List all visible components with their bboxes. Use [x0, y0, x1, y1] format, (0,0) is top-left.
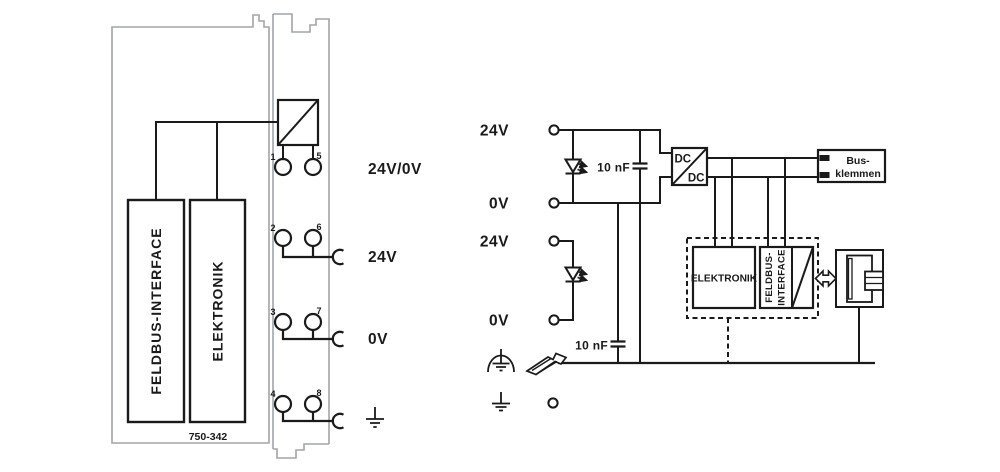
- terminal-5-icon: [303, 157, 323, 177]
- row3-voltage-label: 0V: [368, 331, 388, 348]
- fieldbus-connector-icon: [835, 249, 884, 308]
- row2-clamp-icon: [331, 248, 345, 266]
- functional-earth-icon: [487, 349, 515, 373]
- terminal-7-icon: [303, 312, 323, 332]
- legend-terminal-icon: [547, 397, 559, 409]
- legend-earth-icon: [492, 392, 510, 412]
- schematic-feldbus-label-line2: INTERFACE: [777, 249, 788, 306]
- row4-earth-icon: [366, 407, 384, 428]
- led1-icon: [563, 130, 589, 203]
- led1-triangle: [563, 158, 583, 174]
- terminal-6-icon: [303, 228, 323, 248]
- connector-inner-bar: [847, 257, 853, 300]
- feldbus-interface-label: FELDBUS-INTERFACE: [148, 227, 164, 394]
- feldbus-interface-box: [126, 198, 186, 424]
- schematic-feldbus-label-line1: FELDBUS-: [764, 252, 775, 302]
- capacitor2-icon: [610, 203, 626, 363]
- row4-clamp-icon: [331, 412, 345, 430]
- terminal-8-number: 8: [316, 388, 321, 398]
- dcdc-converter: DC DC: [670, 146, 709, 187]
- internal-supply-wires: [155, 121, 278, 200]
- terminal-1-icon: [273, 157, 293, 177]
- terminal-2-number: 2: [270, 223, 275, 233]
- terminal-6-number: 6: [316, 222, 321, 232]
- supply-0v-bottom-label: 0V: [489, 313, 509, 330]
- terminal-rows: 1 5 24V/0V 2 6 24V 3 7 0V 4 8: [270, 145, 422, 430]
- dcdc-label-in: DC: [675, 154, 692, 166]
- wire-24v: [558, 129, 672, 154]
- supply-24v-bottom-label: 24V: [480, 234, 509, 251]
- capacitor1-icon: [632, 131, 648, 363]
- din-rail-icon: [525, 352, 568, 376]
- led2-arrow1: [577, 267, 589, 277]
- feldbus-outline: [758, 245, 815, 310]
- internal-bus-drops: [714, 158, 786, 247]
- capacitor1-plates: [632, 162, 648, 170]
- terminal-point-0v-bottom: [548, 314, 560, 326]
- row2-voltage-label: 24V: [368, 249, 397, 266]
- led1-arrow2: [577, 165, 589, 175]
- connector-pin-lines: [865, 276, 883, 285]
- terminal-2-icon: [273, 228, 293, 248]
- terminal-4-number: 4: [270, 389, 275, 399]
- busklemmen-label-line1: Bus-: [846, 155, 870, 167]
- led2-triangle: [563, 266, 583, 282]
- terminal-3-icon: [273, 312, 293, 332]
- terminal-5-number: 5: [316, 151, 321, 161]
- dcdc-diagonal: [671, 147, 708, 186]
- feldbus-isolation-diagonal: [791, 246, 814, 309]
- row2-wire: [281, 246, 334, 259]
- elektronik-label: ELEKTRONIK: [210, 261, 226, 362]
- supply-24v-top-label: 24V: [480, 123, 509, 140]
- elektronik-box: [188, 198, 247, 424]
- casing-body-outline: [111, 14, 270, 444]
- terminal-strip-bottom-latch: [273, 443, 329, 459]
- row1-stubs: [282, 145, 314, 159]
- power-supply-diagonal: [277, 99, 319, 146]
- row3-wire: [281, 330, 334, 341]
- supply-0v-top-label: 0V: [489, 196, 509, 213]
- led1-arrow1: [577, 159, 589, 169]
- module-casing: [111, 13, 330, 459]
- busklemmen-label-line2: klemmen: [835, 168, 881, 180]
- terminal-point-0v-top: [548, 197, 560, 209]
- capacitor1-label: 10 nF: [597, 161, 630, 175]
- din-rail-detail: [531, 357, 558, 374]
- busklemmen-pin-top: [819, 155, 830, 161]
- functional-earth-strokes: [492, 349, 510, 372]
- row1-voltage-label: 24V/0V: [368, 161, 422, 178]
- schematic: 24V 0V 24V 0V 10 nF 10 nF: [480, 123, 887, 412]
- led2-icon: [558, 240, 589, 321]
- din-rail-outline: [525, 352, 568, 376]
- connector-pin-block: [864, 270, 884, 291]
- terminal-1-number: 1: [270, 152, 275, 162]
- bus-supply-wires: [707, 157, 818, 178]
- terminal-strip-top-profile: [273, 13, 330, 444]
- terminal-3-number: 3: [270, 307, 275, 317]
- module-internals: FELDBUS-INTERFACE ELEKTRONIK 750-342: [126, 98, 320, 443]
- dcdc-label-out: DC: [688, 173, 705, 185]
- functional-earth-arc: [487, 354, 515, 373]
- terminal-8-icon: [303, 394, 323, 414]
- wire-0v: [558, 176, 672, 204]
- led2-leads: [558, 240, 574, 321]
- capacitor2-label: 10 nF: [575, 339, 608, 353]
- row3-clamp-icon: [331, 330, 345, 348]
- schematic-elektronik-label: ELEKTRONIK: [691, 274, 758, 285]
- busklemmen-pin-bottom: [819, 172, 830, 178]
- bus-terminals-box: Bus- klemmen: [816, 148, 887, 184]
- schematic-elektronik-box: [691, 245, 757, 310]
- terminal-4-icon: [273, 394, 293, 414]
- order-number-label: 750-342: [189, 431, 228, 443]
- terminal-point-24v-top: [548, 124, 560, 136]
- capacitor2-plates: [610, 340, 626, 348]
- schematic-feldbus-box: FELDBUS- INTERFACE: [758, 245, 815, 310]
- terminal-point-24v-bottom: [548, 235, 560, 247]
- terminal-7-number: 7: [316, 306, 321, 316]
- row4-wire: [281, 412, 334, 423]
- led2-arrow2: [577, 273, 589, 283]
